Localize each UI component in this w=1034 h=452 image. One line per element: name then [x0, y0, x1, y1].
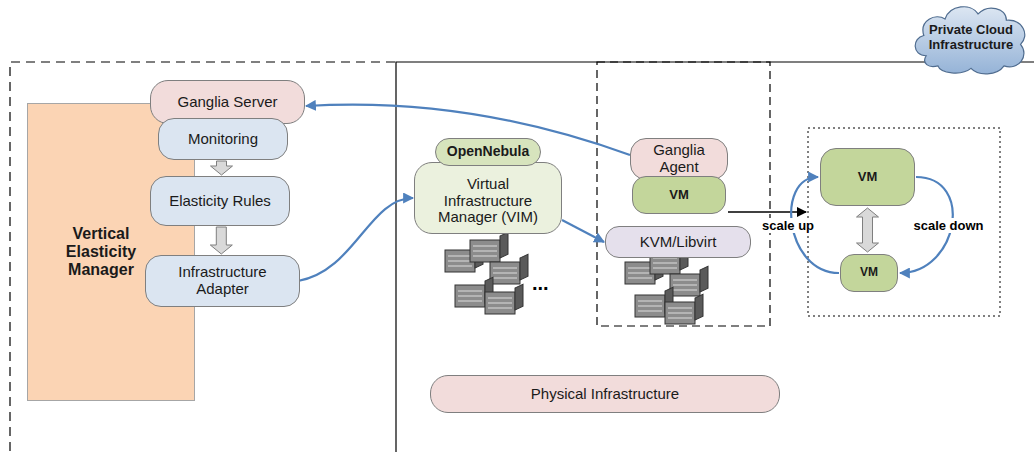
node-text: Elasticity Rules	[169, 193, 271, 210]
dashed-region	[10, 62, 395, 452]
block-arrow	[211, 161, 233, 175]
ellipsis-label: ...	[532, 272, 549, 295]
vm-region	[808, 128, 1000, 316]
node-text: Ganglia Agent	[639, 142, 719, 176]
vm-arrow	[728, 211, 806, 212]
flow-arrow	[298, 198, 413, 281]
node-text: Monitoring	[188, 131, 258, 148]
node-text: VM	[860, 266, 878, 279]
node-text: Private Cloud Infrastructure	[923, 23, 1019, 52]
cloud-region	[396, 62, 1034, 452]
cloud-label: Private Cloud Infrastructure	[912, 0, 1030, 76]
agent-box: Ganglia Agent	[630, 138, 728, 180]
node-text: OpenNebula	[447, 144, 529, 160]
vm-box: VM	[840, 254, 898, 292]
flow-arrow	[562, 220, 604, 242]
node-text: Vertical Elasticity Manager	[46, 225, 156, 279]
node-text: VM	[858, 170, 878, 185]
node-text: Ganglia Server	[177, 94, 277, 111]
node-text: KVM/Libvirt	[640, 234, 717, 251]
process-box: Elasticity Rules	[150, 176, 290, 226]
hypervisor-box: KVM/Libvirt	[605, 226, 751, 258]
process-box: Monitoring	[158, 118, 288, 160]
edge-label: scale up	[760, 218, 816, 233]
node-text: Virtual Infrastructure Manager (VIM)	[423, 176, 553, 226]
vim-box: Virtual Infrastructure Manager (VIM)	[414, 162, 562, 234]
edge-label: scale down	[911, 218, 985, 233]
node-text: Infrastructure Adapter	[158, 264, 288, 298]
process-box: Infrastructure Adapter	[145, 255, 300, 307]
vm-box: VM	[632, 176, 726, 214]
block-arrow	[857, 208, 879, 252]
node-text: Physical Infrastructure	[531, 386, 679, 403]
infrastructure-band: Physical Infrastructure	[430, 375, 780, 413]
vm-box: VM	[820, 148, 915, 206]
host-region	[597, 62, 770, 326]
block-arrow	[210, 227, 232, 254]
node-text: VM	[669, 188, 689, 203]
platform-box: OpenNebula	[435, 138, 541, 166]
